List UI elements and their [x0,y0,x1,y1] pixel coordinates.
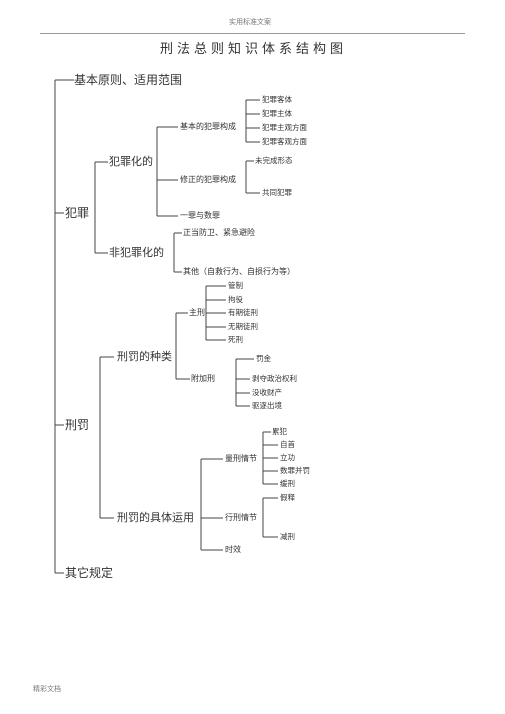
node-confiscation: 没收财产 [252,388,282,397]
node-basic-constitution: 基本的犯罪构成 [180,122,236,131]
node-principles: 基本原则、适用范围 [74,73,183,87]
page-title: 刑法总则知识体系结构图 [160,42,348,57]
node-penalty-application: 刑罚的具体运用 [117,511,194,524]
node-principal-penalty: 主刑 [189,308,205,317]
node-crime-side: 犯罪化的 [109,155,153,168]
node-execution-circumstances: 行刑情节 [225,513,257,522]
node-sentencing-circumstances: 量刑情节 [225,454,257,463]
node-deportation: 驱逐出境 [252,401,282,410]
node-control: 管制 [228,281,243,290]
node-commutation: 减刑 [280,532,295,541]
node-subjective-aspect: 犯罪主观方面 [262,123,307,132]
node-incomplete-forms: 未完成形态 [255,156,293,165]
node-objective-aspect: 犯罪客观方面 [262,137,307,146]
node-penalty: 刑罚 [65,418,90,432]
node-recidivism: 累犯 [272,427,287,436]
node-fine: 罚金 [256,354,271,363]
header-rule [40,33,465,34]
node-detention: 拘役 [228,295,243,304]
node-one-and-many: 一罪与数罪 [180,211,220,220]
node-crime-subject: 犯罪主体 [262,109,292,118]
node-modified-constitution: 修正的犯罪构成 [180,175,236,184]
node-crime: 犯罪 [65,206,90,220]
node-joint-crime: 共同犯罪 [262,188,292,197]
node-crime-object: 犯罪客体 [262,95,292,104]
node-noncrime: 非犯罪化的 [109,246,164,259]
node-penalty-types: 刑罚的种类 [117,350,172,363]
node-supplementary-penalty: 附加刑 [191,374,215,383]
node-limitation: 时效 [225,545,241,554]
page-footer: 精彩文档 [33,685,61,693]
page-header: 实用标准文案 [229,18,271,26]
node-combined-punishment: 数罪并罚 [280,466,310,475]
node-other-provisions: 其它规定 [65,566,114,580]
node-self-defense: 正当防卫、紧急避险 [183,228,255,237]
node-death: 死刑 [228,335,243,344]
node-deprivation: 剥夺政治权利 [252,374,297,383]
node-other-noncrime: 其他（自救行为、自损行为等） [183,267,295,276]
node-surrender: 自首 [280,440,295,449]
node-life-term: 无期徒刑 [228,322,258,331]
node-probation: 缓刑 [280,479,295,488]
node-merit: 立功 [280,453,295,462]
node-fixed-term: 有期徒刑 [228,308,258,317]
node-parole: 假释 [280,493,295,502]
